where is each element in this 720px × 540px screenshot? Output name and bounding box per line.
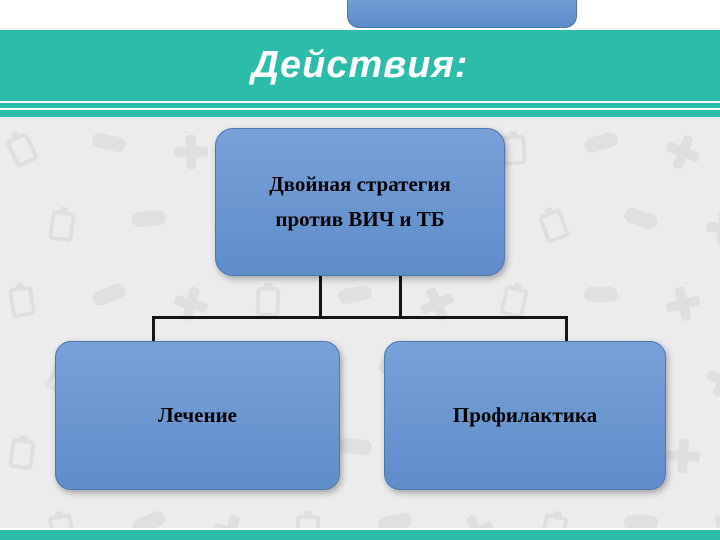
pill-icon bbox=[90, 131, 128, 154]
diagram-area: Двойная стратегия против ВИЧ и ТБ Лечени… bbox=[0, 117, 720, 528]
pill-icon bbox=[622, 206, 660, 231]
clipboard-icon bbox=[255, 286, 281, 318]
plus-icon bbox=[665, 438, 701, 474]
plus-icon bbox=[701, 358, 720, 402]
connector-tick-right bbox=[399, 276, 402, 318]
pill-icon bbox=[336, 283, 374, 306]
plus-icon bbox=[702, 511, 720, 528]
plus-icon bbox=[663, 284, 704, 325]
clipboard-icon bbox=[8, 437, 36, 471]
diagram-root-label: Двойная стратегия против ВИЧ и ТБ bbox=[269, 172, 451, 231]
diagram-child-label-prevention: Профилактика bbox=[452, 403, 598, 427]
pill-icon bbox=[131, 209, 167, 228]
divider-line bbox=[0, 101, 720, 103]
pill-icon bbox=[130, 508, 168, 528]
bottom-strip bbox=[0, 528, 720, 540]
plus-icon bbox=[705, 210, 720, 246]
background-pattern bbox=[0, 117, 720, 528]
plus-icon bbox=[415, 282, 460, 327]
pill-icon bbox=[376, 511, 414, 528]
connector-drop-right bbox=[565, 316, 568, 343]
plus-icon bbox=[174, 135, 209, 170]
pill-icon bbox=[582, 130, 620, 155]
pill-icon bbox=[90, 281, 128, 308]
clipboard-icon bbox=[539, 512, 569, 528]
clipboard-icon bbox=[4, 131, 40, 169]
top-accent-shape bbox=[347, 0, 577, 28]
clipboard-icon bbox=[501, 134, 527, 166]
plus-icon bbox=[210, 511, 251, 528]
clipboard-icon bbox=[295, 514, 321, 528]
clipboard-icon bbox=[7, 285, 37, 319]
clipboard-icon bbox=[537, 207, 571, 245]
divider-line bbox=[0, 108, 720, 110]
pill-icon bbox=[337, 437, 373, 456]
diagram-child-box-prevention: Профилактика bbox=[384, 341, 666, 490]
title-band: Действия: bbox=[0, 30, 720, 117]
connector-horizontal bbox=[152, 316, 568, 319]
clipboard-icon bbox=[48, 209, 76, 243]
clipboard-icon bbox=[498, 284, 530, 320]
diagram-child-label-treatment: Лечение bbox=[158, 403, 237, 427]
diagram-root-box: Двойная стратегия против ВИЧ и ТБ bbox=[215, 128, 505, 276]
connector-tick-left bbox=[319, 276, 322, 318]
connector-drop-left bbox=[152, 316, 155, 343]
pill-icon bbox=[584, 287, 618, 302]
pill-icon bbox=[623, 514, 659, 528]
slide-title: Действия: bbox=[251, 44, 469, 86]
clipboard-icon bbox=[47, 513, 77, 528]
plus-icon bbox=[454, 509, 499, 528]
diagram-child-box-treatment: Лечение bbox=[55, 341, 340, 490]
plus-icon bbox=[661, 130, 705, 174]
